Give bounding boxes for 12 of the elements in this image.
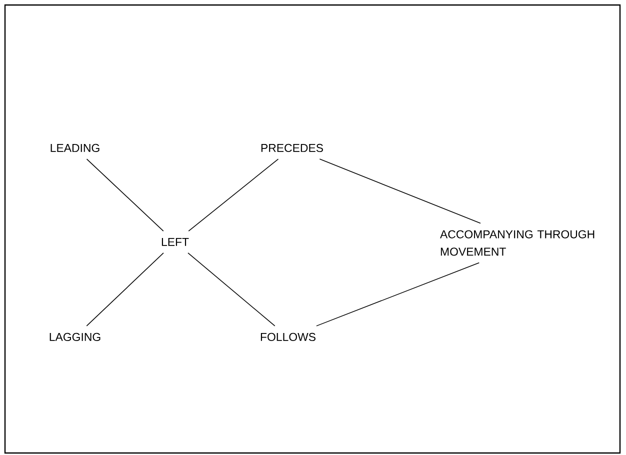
term-label: LAGGING: [50, 332, 100, 342]
term-label: LEFT: [162, 238, 189, 246]
connector-line: [86, 252, 164, 326]
connector-line: [188, 252, 276, 326]
term-label: PRECEDES: [261, 144, 323, 152]
term-label: FOLLOWS: [260, 332, 316, 342]
connector-line: [316, 262, 480, 326]
term-label: ACCOMPANYING THROUGH MOVEMENT: [440, 230, 594, 256]
connector-line: [86, 158, 164, 232]
connector-line: [188, 158, 279, 232]
connector-line: [319, 158, 481, 224]
term-label: LEADING: [50, 144, 100, 152]
